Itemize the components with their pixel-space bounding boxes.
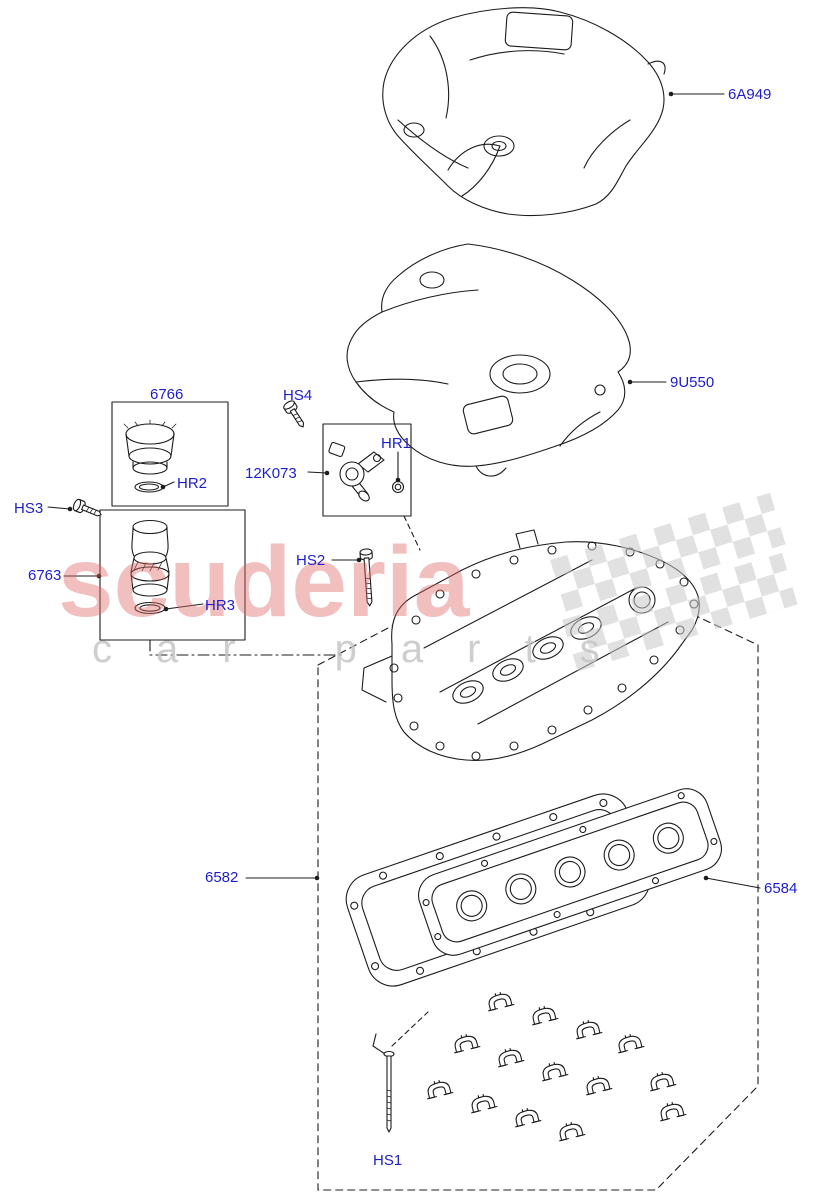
gasket-secondary xyxy=(418,788,722,956)
callout-9u550[interactable]: 9U550 xyxy=(670,374,715,391)
callout-hr2[interactable]: HR2 xyxy=(177,475,208,492)
callout-6766[interactable]: 6766 xyxy=(150,386,184,403)
engine-cover-lower xyxy=(346,243,631,477)
engine-cover-acoustic xyxy=(382,7,666,217)
callout-hs3[interactable]: HS3 xyxy=(14,500,44,517)
sensor-box xyxy=(322,423,412,517)
callout-6a949[interactable]: 6A949 xyxy=(728,86,772,103)
callout-6584[interactable]: 6584 xyxy=(764,880,798,897)
camshaft-sensor xyxy=(328,441,385,502)
callout-12k073[interactable]: 12K073 xyxy=(245,465,297,482)
bolt-hs3 xyxy=(71,497,104,521)
callout-hs1[interactable]: HS1 xyxy=(373,1152,403,1169)
watermark-subtitle-text: car parts xyxy=(92,627,644,671)
o-ring-hr1 xyxy=(391,480,405,494)
o-ring-hr2 xyxy=(134,481,164,493)
watermark-brand-text: scuderia xyxy=(58,526,471,638)
stud-hs1 xyxy=(372,1033,395,1133)
assembly-reference-lines xyxy=(149,515,429,1047)
leader-lines xyxy=(47,91,761,889)
callout-hr1[interactable]: HR1 xyxy=(381,435,412,452)
callout-hs4[interactable]: HS4 xyxy=(283,387,313,404)
clips-set xyxy=(423,989,687,1142)
callout-6582[interactable]: 6582 xyxy=(205,869,239,886)
checker-flag-watermark xyxy=(550,492,798,672)
callout-6763[interactable]: 6763 xyxy=(28,567,62,584)
watermark: scuderia car parts xyxy=(58,492,798,672)
breather-tube xyxy=(130,519,170,597)
oil-cap-box xyxy=(111,401,229,507)
oil-filler-cap xyxy=(123,419,177,475)
callout-hs2[interactable]: HS2 xyxy=(296,552,326,569)
callout-hr3[interactable]: HR3 xyxy=(205,597,236,614)
